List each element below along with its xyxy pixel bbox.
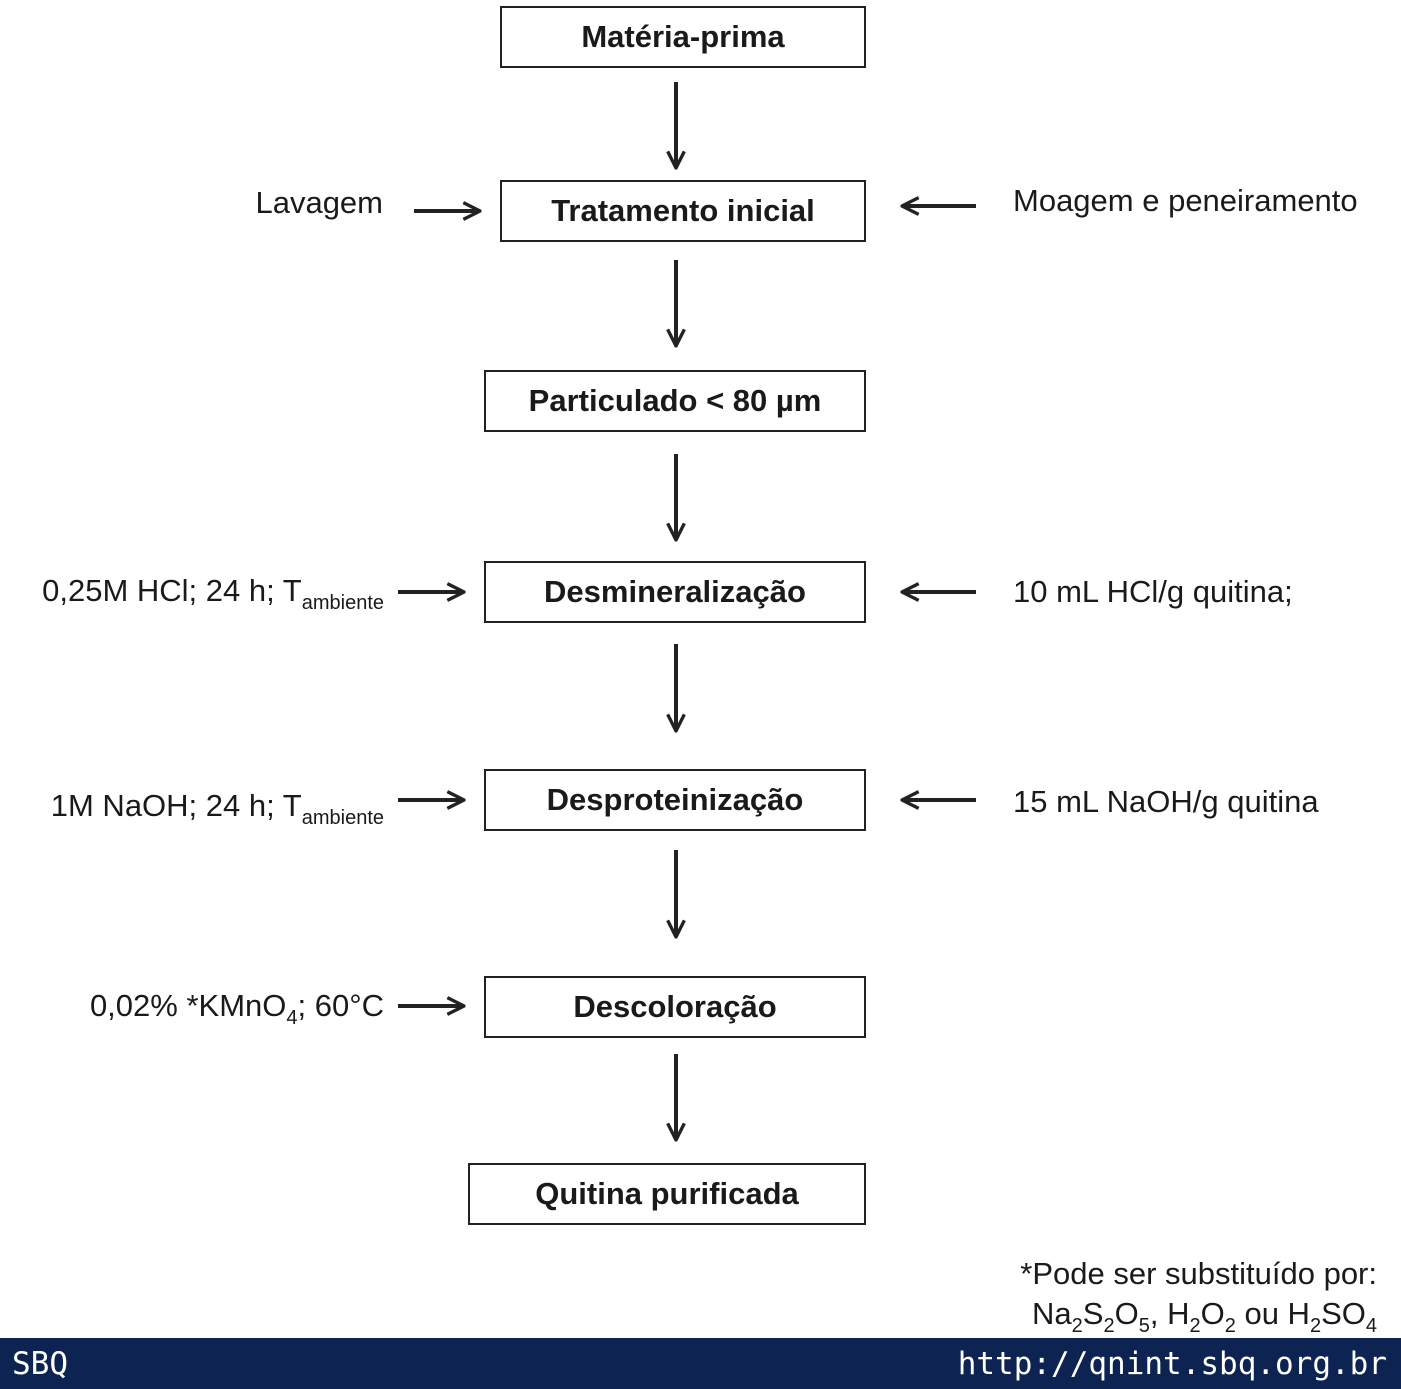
label-text: 10 mL HCl/g quitina; bbox=[1013, 574, 1293, 609]
label-desmin-conditions: 0,25M HCl; 24 h; Tambiente bbox=[42, 573, 384, 613]
label-desprot-ratio: 15 mL NaOH/g quitina bbox=[1013, 786, 1319, 817]
chem-sub: 4 bbox=[1365, 1315, 1377, 1337]
label-lavagem: Lavagem bbox=[255, 187, 383, 218]
label-desprot-conditions: 1M NaOH; 24 h; Tambiente bbox=[50, 788, 384, 828]
box-label: Desmineralização bbox=[544, 574, 806, 609]
footer-url-link[interactable]: http://qnint.sbq.org.br bbox=[957, 1345, 1387, 1382]
chem-text: Na bbox=[1032, 1296, 1072, 1331]
footer-bar: SBQ http://qnint.sbq.org.br bbox=[0, 1338, 1401, 1389]
label-text: ; 60°C bbox=[297, 988, 385, 1023]
footnote: *Pode ser substituído por: Na2S2O5, H2O2… bbox=[1020, 1254, 1377, 1337]
footnote-line2: Na2S2O5, H2O2 ou H2SO4 bbox=[1020, 1294, 1377, 1337]
box-tratamento-inicial: Tratamento inicial bbox=[500, 180, 866, 242]
label-descol-conditions: 0,02% *KMnO4; 60°C bbox=[89, 988, 385, 1028]
label-text: 0,02% *KMnO bbox=[89, 988, 287, 1023]
label-text: Lavagem bbox=[255, 185, 383, 220]
chem-sub: 2 bbox=[1224, 1315, 1236, 1337]
box-particulado: Particulado < 80 µm bbox=[484, 370, 866, 432]
chem-text: O bbox=[1114, 1296, 1139, 1331]
chem-text: SO bbox=[1321, 1296, 1366, 1331]
box-label: Matéria-prima bbox=[581, 19, 785, 54]
box-desmineralizacao: Desmineralização bbox=[484, 561, 866, 623]
chem-text: , H bbox=[1149, 1296, 1190, 1331]
chem-sub: 2 bbox=[1189, 1315, 1201, 1337]
box-label: Quitina purificada bbox=[535, 1176, 799, 1211]
chem-sub: 5 bbox=[1138, 1315, 1150, 1337]
box-label: Descoloração bbox=[573, 989, 777, 1024]
box-label: Particulado < 80 µm bbox=[528, 383, 822, 418]
box-materia-prima: Matéria-prima bbox=[500, 6, 866, 68]
label-text: 0,25M HCl; 24 h; T bbox=[42, 573, 302, 608]
footer-brand: SBQ bbox=[12, 1345, 68, 1382]
chem-sub: 2 bbox=[1309, 1315, 1322, 1337]
label-text: 15 mL NaOH/g quitina bbox=[1013, 784, 1319, 819]
chem-sub: 2 bbox=[1103, 1315, 1115, 1337]
box-label: Tratamento inicial bbox=[551, 193, 815, 228]
label-text: 1M NaOH; 24 h; T bbox=[50, 788, 302, 823]
chem-text: O bbox=[1200, 1296, 1225, 1331]
chem-text: S bbox=[1082, 1296, 1104, 1331]
box-desproteinizacao: Desproteinização bbox=[484, 769, 866, 831]
footnote-line1: *Pode ser substituído por: bbox=[1020, 1256, 1377, 1291]
label-subscript: ambiente bbox=[301, 807, 384, 829]
label-text: Moagem e peneiramento bbox=[1013, 183, 1358, 218]
label-subscript: 4 bbox=[286, 1007, 298, 1029]
label-moagem: Moagem e peneiramento bbox=[1013, 185, 1358, 216]
box-label: Desproteinização bbox=[546, 782, 804, 817]
label-desmin-ratio: 10 mL HCl/g quitina; bbox=[1013, 576, 1293, 607]
box-descoloracao: Descoloração bbox=[484, 976, 866, 1038]
chem-text: ou H bbox=[1235, 1296, 1310, 1331]
chem-sub: 2 bbox=[1071, 1315, 1083, 1337]
label-subscript: ambiente bbox=[301, 592, 384, 614]
box-quitina-purificada: Quitina purificada bbox=[468, 1163, 866, 1225]
